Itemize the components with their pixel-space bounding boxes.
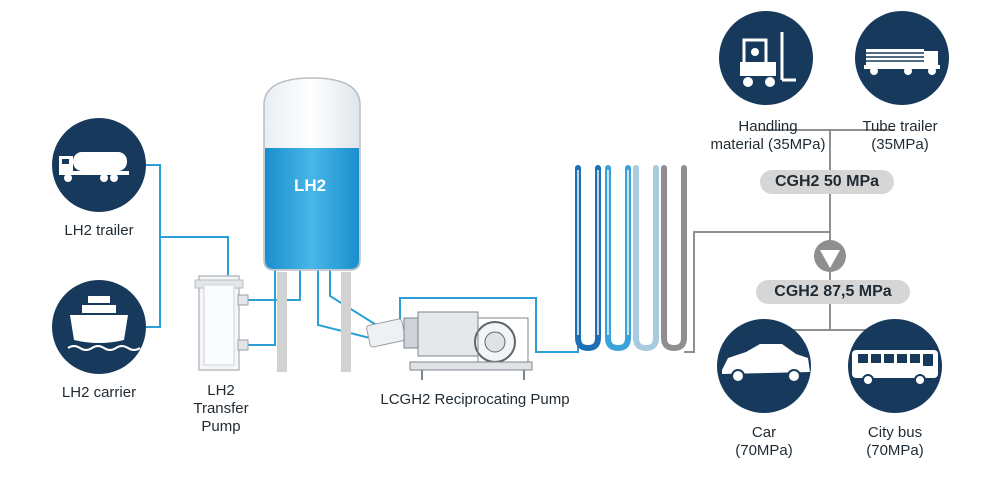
car-label: Car (70MPa) <box>726 424 802 460</box>
car-label-line2: (70MPa) <box>735 442 793 459</box>
lh2-trailer-label: LH2 trailer <box>64 222 134 239</box>
recip-to-storage-line <box>399 297 579 353</box>
tube-trailer-label: Tube trailer (35MPa) <box>850 118 950 154</box>
transfer-pump-label: LH2 Transfer Pump <box>186 382 256 436</box>
tube-trailer-line1: Tube trailer <box>862 118 938 135</box>
cgh2-distribution-lines <box>684 129 895 353</box>
cgh2-875-badge: CGH2 87,5 MPa <box>756 280 910 304</box>
city-bus-label: City bus (70MPa) <box>852 424 938 460</box>
handling-material-line2: material (35MPa) <box>710 136 826 153</box>
trailer-to-pump-line <box>145 164 229 278</box>
tank-to-recip-line-2 <box>329 262 379 327</box>
city-bus-label-line1: City bus <box>867 424 923 441</box>
pump-to-tank-line-a <box>248 262 301 301</box>
lcgh2-reciprocating-pump <box>366 311 533 380</box>
transfer-pump-label-line2: Transfer <box>193 400 249 417</box>
handling-material-label: Handling material (35MPa) <box>706 118 830 154</box>
tube-highlights <box>577 170 629 335</box>
lh2-carrier-label: LH2 carrier <box>61 384 137 401</box>
recip-pump-label: LCGH2 Reciprocating Pump <box>380 391 570 408</box>
lh2-storage-tank <box>263 77 361 271</box>
cgh2-50-badge: CGH2 50 MPa <box>760 170 894 194</box>
handling-material-line1: Handling <box>738 118 798 135</box>
tank-legs <box>277 272 351 372</box>
lh2-supply-lines <box>145 164 579 353</box>
dispenser-splitter-icon <box>814 240 846 272</box>
city-bus-label-line2: (70MPa) <box>866 442 924 459</box>
bus-icon <box>848 319 942 413</box>
pump-to-tank-line-b <box>248 262 276 346</box>
lh2-transfer-pump <box>194 275 249 371</box>
tube-trailer-icon <box>855 11 949 105</box>
tank-label: LH2 <box>294 176 327 195</box>
car-icon <box>717 319 811 413</box>
lh2-carrier-icon <box>52 280 146 374</box>
car-label-line1: Car <box>751 424 777 441</box>
carrier-to-pump-line <box>145 237 161 328</box>
tube-trailer-line2: (35MPa) <box>871 136 929 153</box>
forklift-icon <box>719 11 813 105</box>
cgh2-storage-tubes <box>575 165 687 352</box>
lh2-trailer-icon <box>52 118 146 212</box>
transfer-pump-label-line3: Pump <box>201 418 241 435</box>
transfer-pump-label-line1: LH2 <box>207 382 235 399</box>
tank-to-recip-line <box>317 262 379 341</box>
